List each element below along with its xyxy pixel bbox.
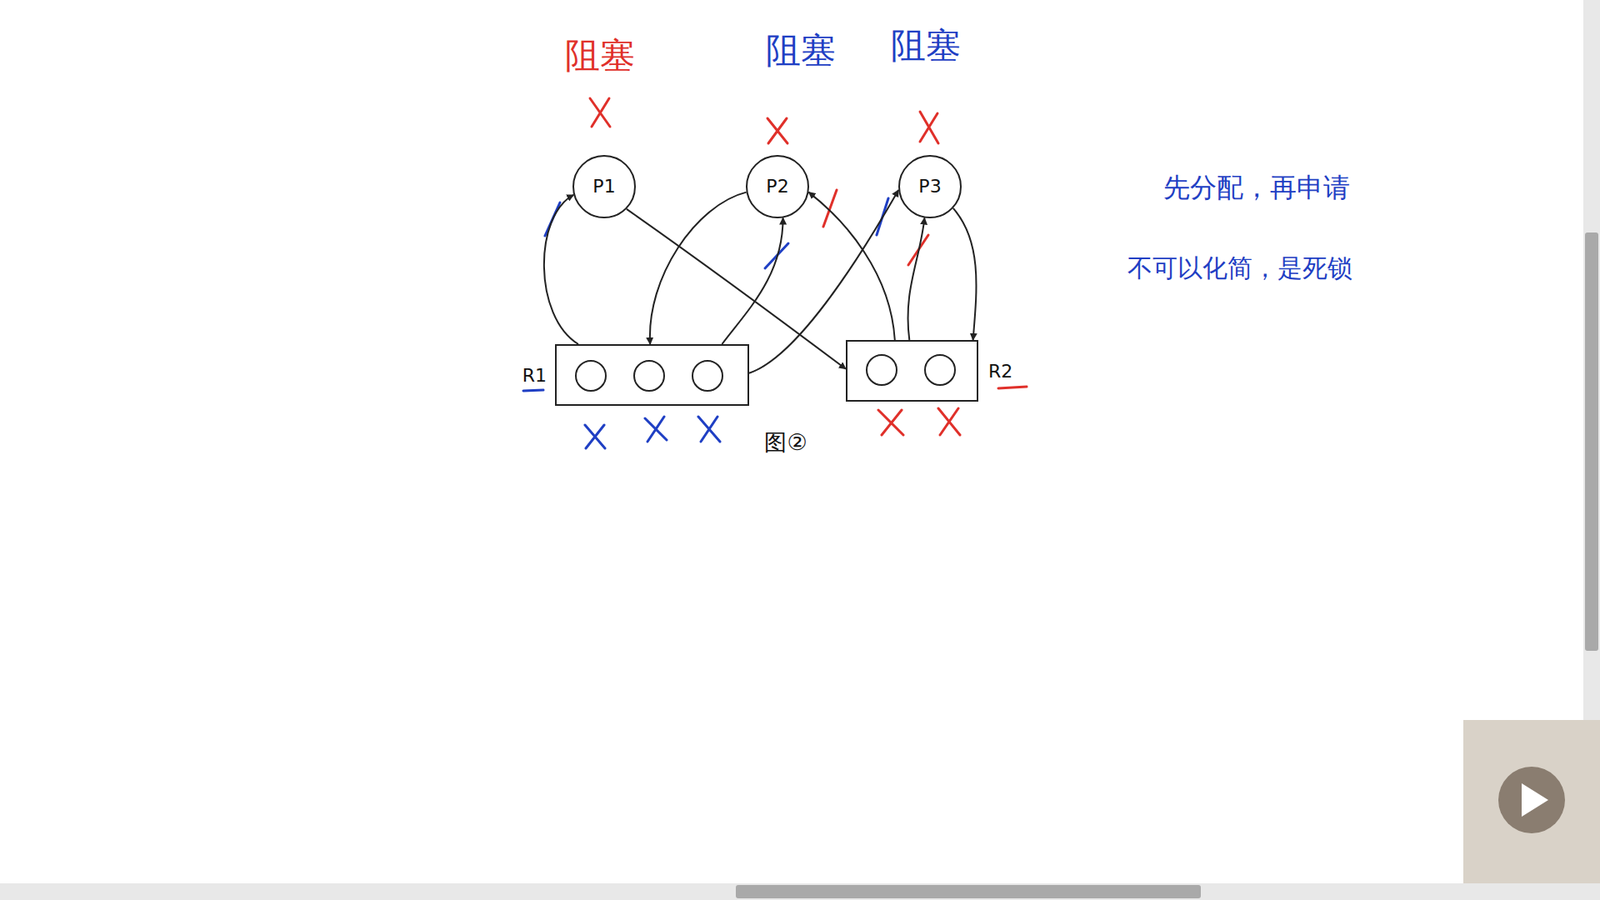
process-label: P3 <box>918 176 941 197</box>
allocation-arrow <box>808 192 895 340</box>
scrollbar-thumb <box>735 885 1201 899</box>
process-label: P1 <box>592 176 615 197</box>
blocked-note: 阻塞 <box>565 36 635 75</box>
resource-box: R1 <box>555 344 750 406</box>
video-thumbnail <box>1463 720 1600 884</box>
cross-marks-red <box>590 98 1027 435</box>
scrollbar-thumb <box>1585 232 1599 651</box>
process-circle: P3 <box>898 155 962 219</box>
allocation-arrow <box>908 217 925 340</box>
resource-box: R2 <box>845 340 979 402</box>
play-icon <box>1521 783 1549 817</box>
process-circle: P1 <box>572 155 636 219</box>
process-circle: P2 <box>745 155 810 219</box>
process-label: P2 <box>765 176 789 197</box>
allocation-arrow <box>650 192 747 345</box>
blocked-note: 阻塞 <box>890 26 961 65</box>
allocation-arrow <box>953 208 977 340</box>
resource-label: R2 <box>988 360 1013 382</box>
handwritten-note: 不可以化简，是死锁 <box>1127 254 1353 282</box>
resource-dots <box>575 355 955 391</box>
resource-label: R1 <box>522 365 547 386</box>
allocation-arrow <box>721 217 783 345</box>
figure-caption: 图② <box>764 430 807 455</box>
cross-marks-blue <box>523 198 889 449</box>
presenter-figure <box>1498 766 1565 834</box>
allocation-arrow <box>544 195 579 345</box>
scrollbar-track <box>0 883 1600 900</box>
handwritten-note: 先分配，再申请 <box>1163 173 1350 203</box>
blocked-note: 阻塞 <box>765 31 836 70</box>
